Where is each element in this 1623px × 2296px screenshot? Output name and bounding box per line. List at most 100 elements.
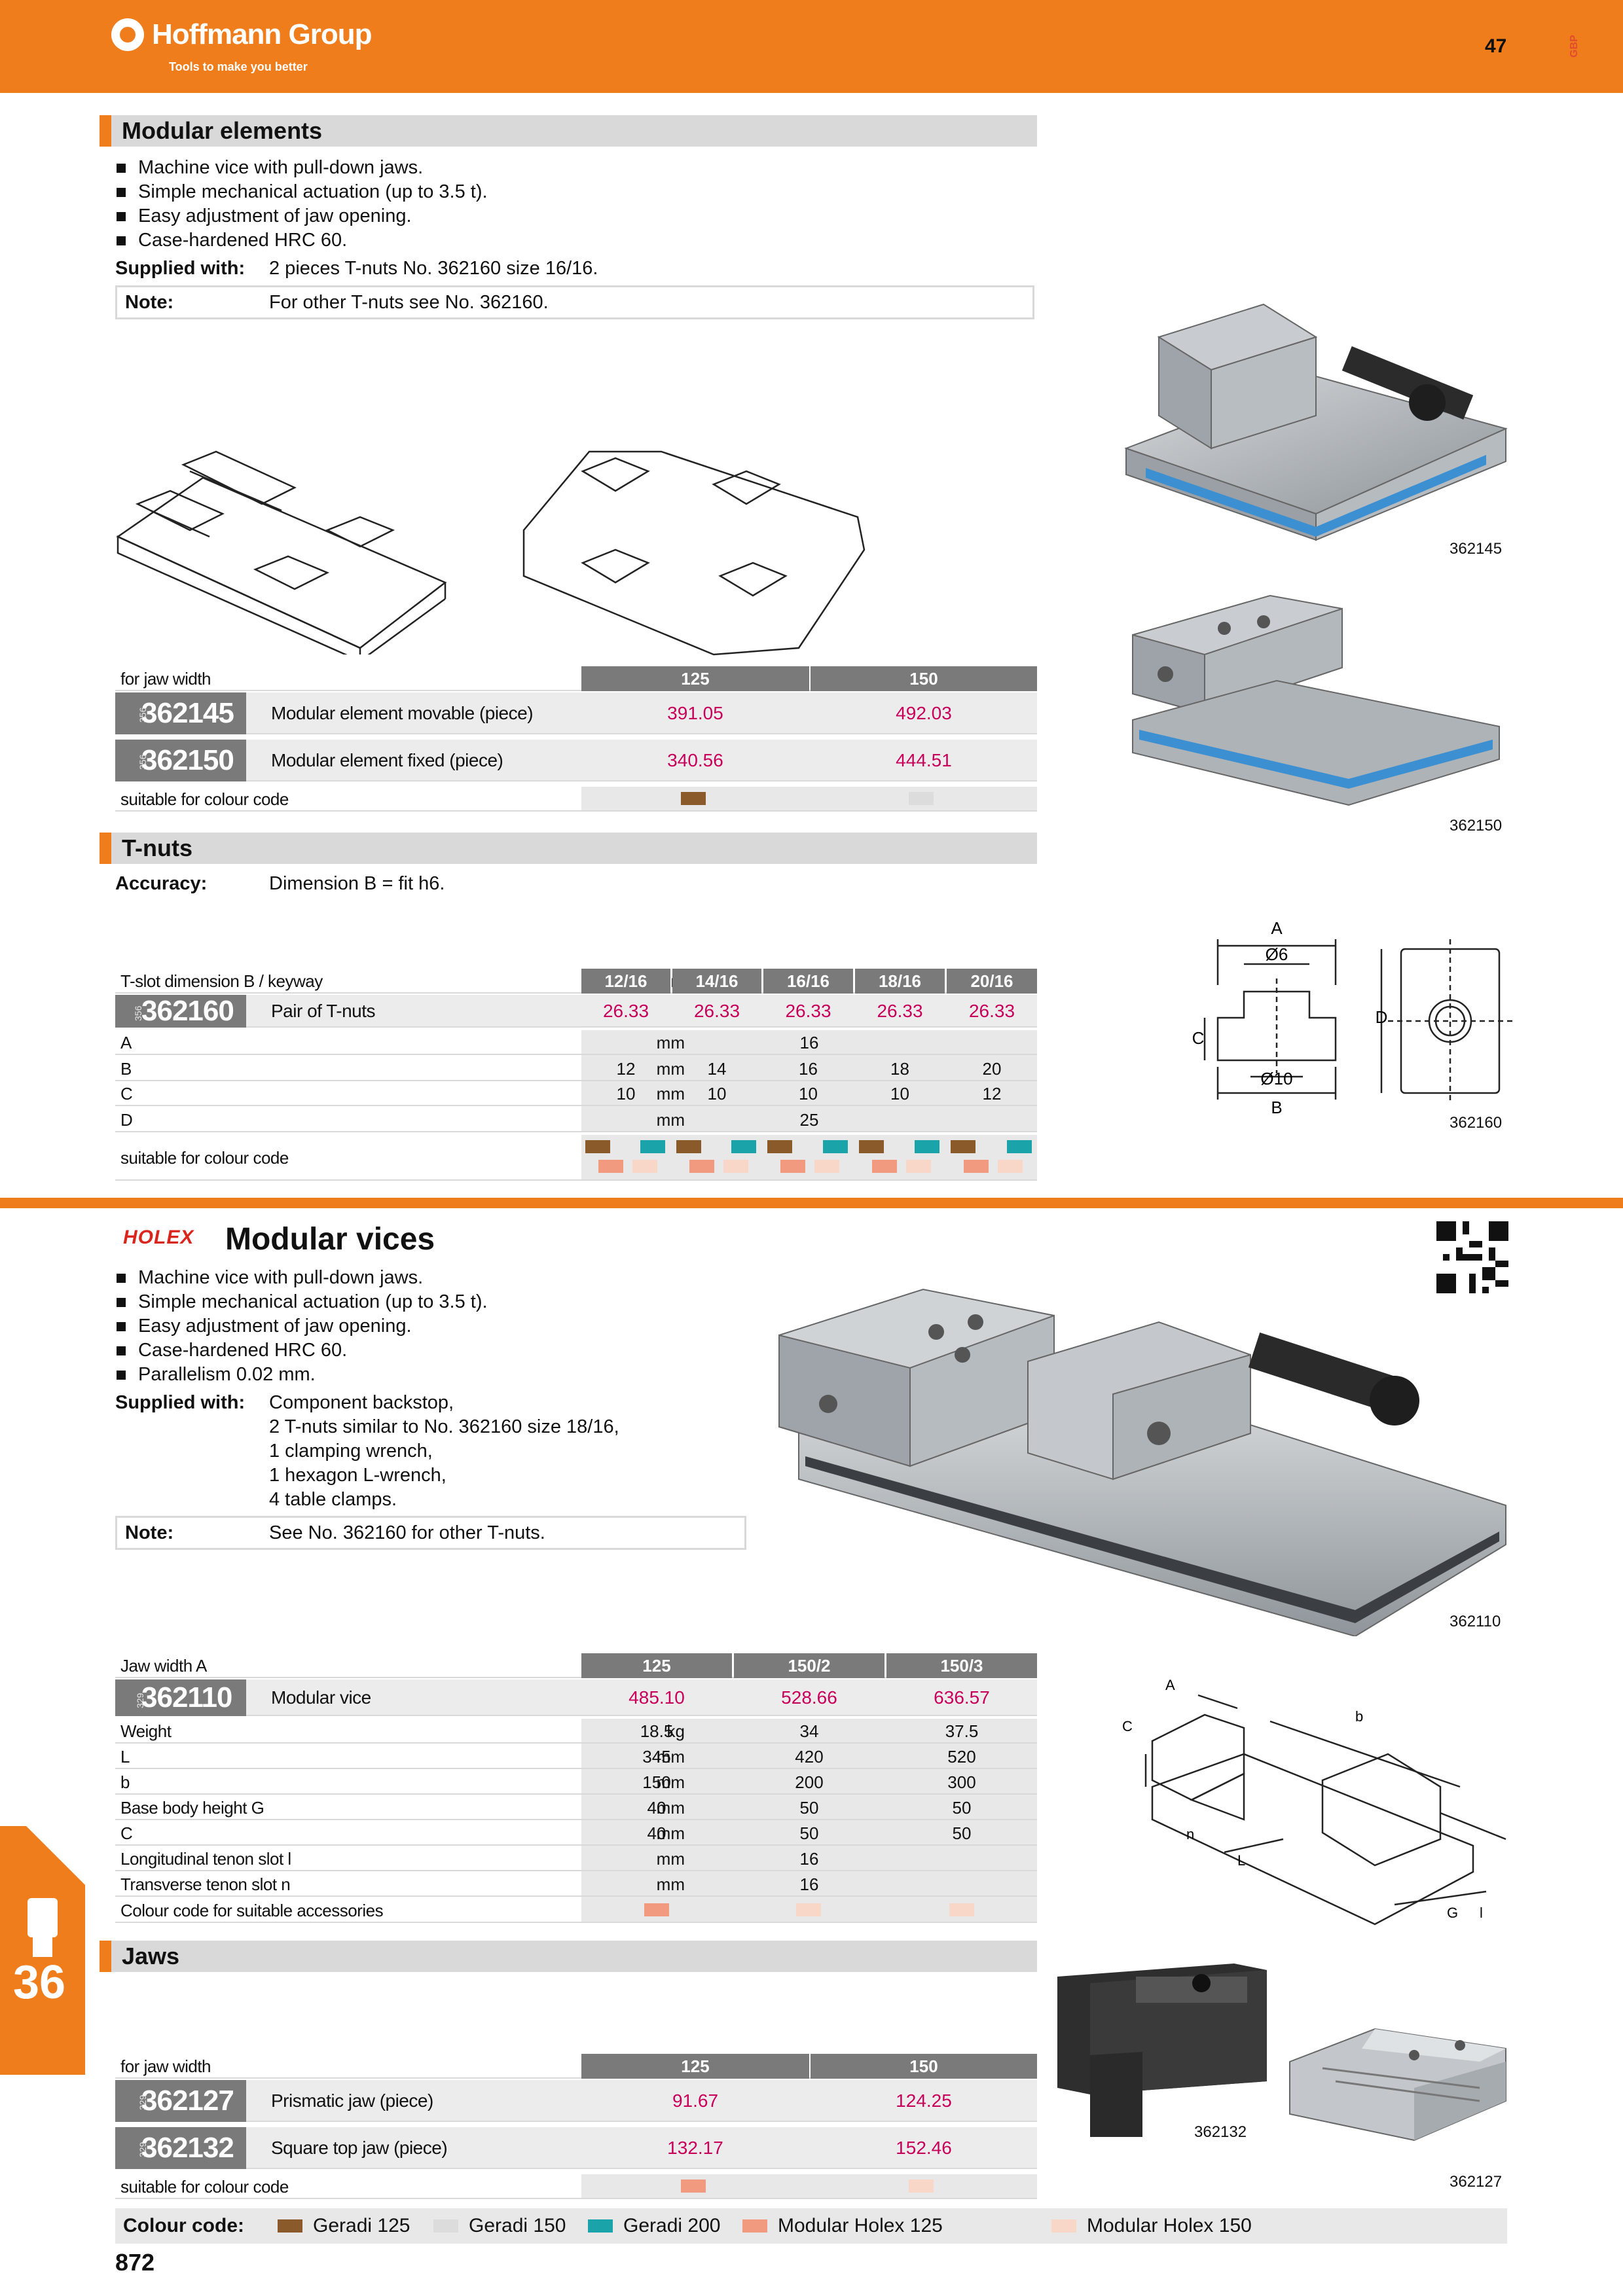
price-cell: 26.33: [877, 1001, 923, 1021]
table-row[interactable]: 329 362132 Square top jaw (piece) 132.17…: [115, 2127, 1037, 2169]
dim-label-a: A: [1165, 1677, 1175, 1693]
brand-logo[interactable]: Hoffmann Group: [111, 18, 373, 51]
dim-label-tenon: l: [1480, 1905, 1483, 1921]
unit-label: mm: [656, 1798, 685, 1818]
price-table-jaws: for jaw width mm 125 150 329 362127 Pris…: [115, 2054, 1037, 2204]
legend-label: Colour code:: [123, 2215, 244, 2236]
swatch-holex-125: [689, 1160, 714, 1173]
brand-name: Hoffmann Group: [152, 18, 373, 50]
feature-list: Machine vice with pull-down jaws. Simple…: [115, 1266, 488, 1387]
note-value: See No. 362160 for other T-nuts.: [269, 1522, 545, 1543]
table-row: b mm 150 200 300: [115, 1770, 1037, 1795]
vice-technical-drawing: A b C n L G l: [1122, 1677, 1506, 1926]
price-cell: 636.57: [934, 1687, 990, 1708]
swatch-geradi-125: [676, 1140, 701, 1153]
table-row: L mm 345 420 520: [115, 1744, 1037, 1769]
value-cell: 12: [982, 1084, 1002, 1103]
article-description: Pair of T-nuts: [271, 1001, 376, 1021]
dim-label-n: n: [1186, 1826, 1194, 1842]
article-number-block: 356 362145: [115, 692, 246, 734]
unit-label: mm: [656, 1874, 685, 1894]
swatch-geradi-125: [585, 1140, 610, 1153]
swatch-holex-150: [796, 1903, 821, 1916]
price-table-modular-vices: Jaw width A mm 125 150/2 150/3 329 36211…: [115, 1653, 1037, 1928]
feature-list: Machine vice with pull-down jaws. Simple…: [115, 156, 488, 253]
value-cell: 50: [799, 1823, 819, 1843]
swatch-holex-150: [949, 1903, 974, 1916]
dim-label-d10: Ø10: [1260, 1069, 1292, 1088]
value-cell: 40: [647, 1823, 666, 1843]
column-label: Jaw width A: [120, 1656, 207, 1676]
product-image-362127: [1289, 2028, 1506, 2142]
legend-item: Geradi 125: [313, 2215, 410, 2236]
section-page-number: 47: [1485, 35, 1507, 57]
value-cell: 14: [707, 1059, 727, 1079]
colour-code-label: suitable for colour code: [120, 1148, 289, 1168]
note-value: For other T-nuts see No. 362160.: [269, 292, 549, 313]
colour-band: [581, 787, 1037, 810]
price-cell: 124.25: [896, 2090, 952, 2111]
swatch-holex-150: [814, 1160, 839, 1173]
value-cell: 10: [707, 1084, 727, 1103]
swatch-holex-125: [644, 1903, 669, 1916]
section-title-modular-vices: Modular vices: [225, 1222, 435, 1257]
table-row[interactable]: 329 362127 Prismatic jaw (piece) 91.67 1…: [115, 2080, 1037, 2122]
row-label: Base body height G: [120, 1798, 264, 1818]
feature-item: Simple mechanical actuation (up to 3.5 t…: [115, 180, 488, 204]
article-number-block: 356 362150: [115, 740, 246, 781]
legend-swatch-geradi-150: [433, 2219, 458, 2233]
image-caption: 362110: [1450, 1613, 1501, 1630]
price-cell: 26.33: [602, 1001, 649, 1021]
value-cell: 16: [799, 1059, 818, 1079]
value-cell: 200: [795, 1772, 824, 1792]
row-label: b: [120, 1772, 130, 1792]
row-label: B: [120, 1059, 132, 1079]
swatch-holex-125: [964, 1160, 989, 1173]
page-number: 872: [115, 2249, 155, 2276]
table-row: Transverse tenon slot n mm 16: [115, 1872, 1037, 1897]
table-row[interactable]: 356 362150 Modular element fixed (piece)…: [115, 740, 1037, 781]
section-title-tnuts: T-nuts: [100, 833, 1037, 864]
column-label: for jaw width: [120, 2056, 211, 2076]
article-description: Modular element movable (piece): [271, 703, 534, 723]
article-number: 362160: [141, 995, 234, 1027]
column-header: 150: [811, 2054, 1037, 2079]
dim-label-c: C: [1122, 1718, 1133, 1734]
table-row[interactable]: 356 362160 Pair of T-nuts 26.33 26.33 26…: [115, 995, 1037, 1028]
legend-item: Modular Holex 150: [1087, 2215, 1252, 2236]
value-cell: 10: [799, 1084, 818, 1103]
column-header: 16/16: [763, 969, 853, 994]
note-label: Note:: [125, 1522, 174, 1543]
article-number: 362132: [141, 2132, 234, 2164]
currency-tag: GBP: [1569, 35, 1580, 58]
table-row[interactable]: 356 362145 Modular element movable (piec…: [115, 692, 1037, 734]
supplied-with: Supplied with: Component backstop, 2 T-n…: [115, 1391, 770, 1515]
column-label: for jaw width: [120, 669, 211, 689]
tnut-technical-drawing: A Ø6 C Ø10 B D: [1192, 920, 1512, 1117]
row-label: C: [120, 1823, 133, 1843]
feature-item: Machine vice with pull-down jaws.: [115, 156, 488, 180]
colour-code-label: Colour code for suitable accessories: [120, 1901, 384, 1920]
brand-tagline: Tools to make you better: [169, 60, 308, 73]
dim-label-d: D: [1376, 1007, 1388, 1027]
swatch-holex-125: [780, 1160, 805, 1173]
price-cell: 444.51: [896, 750, 952, 770]
note-box: Note: For other T-nuts see No. 362160.: [115, 285, 1034, 319]
supplied-line: 1 clamping wrench,: [269, 1441, 433, 1462]
swatch-geradi-125: [681, 792, 706, 805]
qr-code-icon[interactable]: [1436, 1221, 1508, 1293]
chapter-tab[interactable]: [0, 1826, 85, 2075]
value-cell: 10: [616, 1084, 636, 1103]
legend-swatch-holex-150: [1051, 2219, 1076, 2233]
swatch-geradi-125: [951, 1140, 976, 1153]
article-number: 362150: [141, 744, 234, 776]
value-cell: 345: [642, 1747, 671, 1767]
feature-item: Easy adjustment of jaw opening.: [115, 1314, 488, 1338]
colour-code-row: suitable for colour code: [115, 2174, 1037, 2199]
value-cell: 40: [647, 1798, 666, 1818]
swatch-geradi-200: [731, 1140, 756, 1153]
value-cell: 50: [952, 1798, 972, 1818]
article-description: Square top jaw (piece): [271, 2138, 448, 2158]
price-cell: 132.17: [667, 2138, 723, 2158]
table-row[interactable]: 329 362110 Modular vice 485.10 528.66 63…: [115, 1679, 1037, 1716]
